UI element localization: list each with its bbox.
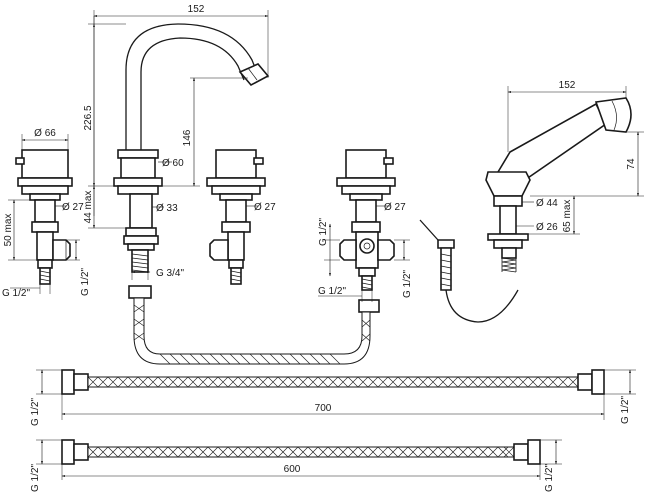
spout-gooseneck: [125, 23, 259, 150]
dimension-lines: [8, 10, 644, 480]
spout-connection-label: G 3/4": [156, 268, 184, 279]
spout-height-label: 226.5: [83, 105, 94, 130]
diverter-bottom-thread-label: G 1/2": [318, 286, 346, 297]
hand-shower: [419, 97, 632, 323]
hose-short-length-label: 600: [284, 464, 301, 475]
diverter-handle: [345, 149, 387, 179]
center-left-valve-shank: [225, 199, 247, 223]
diverter-valve: [336, 149, 396, 291]
diverter-shank-diameter-label: Ø 27: [384, 202, 406, 213]
spout-reach-label: 152: [188, 4, 205, 15]
left-outlet-thread-label: G 1/2": [80, 268, 91, 296]
left-valve: [15, 149, 73, 285]
shower-shank: [499, 205, 517, 235]
hose-long-right-thread-label: G 1/2": [620, 396, 631, 424]
left-body-max-label: 50 max: [3, 214, 14, 247]
center-left-valve-handle: [215, 149, 257, 179]
spout-nozzle: [238, 63, 270, 87]
left-handle-diameter-label: Ø 66: [34, 128, 56, 139]
hose-short: [61, 439, 541, 465]
left-valve-outlet: [52, 239, 71, 261]
left-valve-shank: [34, 199, 56, 223]
dimension-labels: 152 226.5 44 max 146 Ø 60 Ø 33 G 3/4" Ø …: [2, 4, 637, 492]
spout-assembly: [113, 23, 270, 273]
spout-thread: [131, 249, 149, 273]
hose-long-length-label: 700: [315, 403, 332, 414]
hose-long: [61, 369, 605, 395]
center-left-valve-body: [227, 231, 245, 261]
spout-base-diameter-label: Ø 60: [162, 158, 184, 169]
spout-base-ring: [117, 149, 159, 159]
diverter-shank: [355, 199, 377, 223]
left-shank-diameter-label: Ø 27: [62, 202, 84, 213]
shower-reach-label: 152: [559, 80, 576, 91]
shower-holder: [485, 171, 531, 197]
left-valve-handle: [21, 149, 69, 179]
left-inlet-thread-label: G 1/2": [2, 288, 30, 299]
spout-base-body: [120, 157, 156, 179]
hose-short-left-thread-label: G 1/2": [30, 464, 41, 492]
shower-handle: [496, 102, 608, 183]
diverter-top-thread-label: G 1/2": [318, 218, 329, 246]
deck-max-label: 44 max: [83, 191, 94, 224]
hose-short-right-thread-label: G 1/2": [544, 464, 555, 492]
shower-shank-diameter-label: Ø 26: [536, 222, 558, 233]
shower-deck-max-label: 65 max: [562, 200, 573, 233]
connecting-hose: [128, 285, 380, 365]
shower-holder-diameter-label: Ø 44: [536, 198, 558, 209]
shower-pullout-hose: [445, 289, 519, 323]
shower-height-label: 74: [626, 158, 637, 170]
hose-long-left-thread-label: G 1/2": [30, 398, 41, 426]
spout-shank: [129, 193, 153, 229]
center-left-shank-diameter-label: Ø 27: [254, 202, 276, 213]
center-left-valve: [206, 149, 266, 285]
spout-lower-height-label: 146: [182, 129, 193, 146]
diverter-right-thread-label: G 1/2": [402, 270, 413, 298]
spout-shank-diameter-label: Ø 33: [156, 203, 178, 214]
left-valve-body: [36, 231, 54, 261]
